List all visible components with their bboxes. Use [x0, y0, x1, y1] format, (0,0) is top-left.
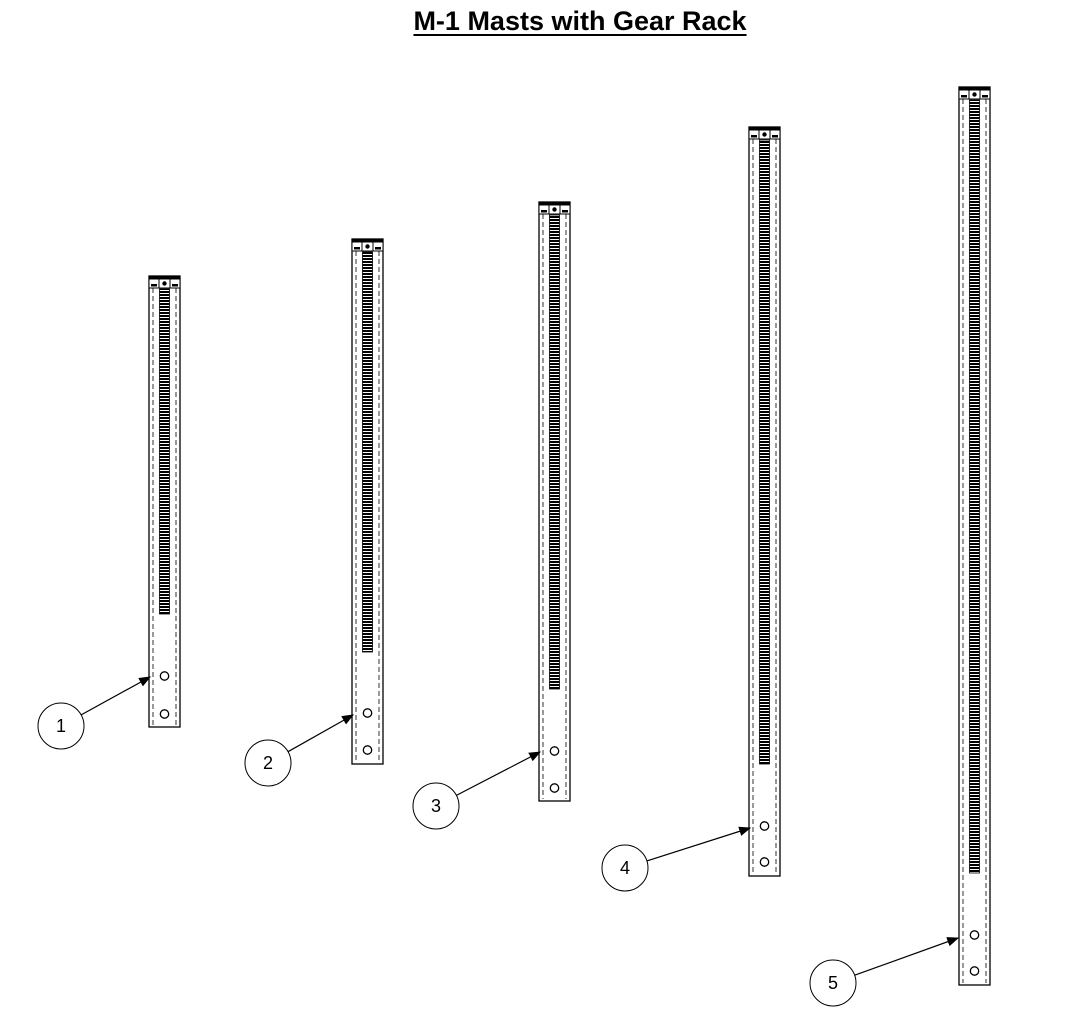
- cap-bolt-icon: [365, 244, 370, 249]
- mounting-hole-icon: [969, 930, 980, 940]
- cap-slot: [354, 247, 360, 250]
- cap-plate: [149, 276, 180, 279]
- gear-rack: [969, 99, 980, 874]
- leader-arrow: [456, 751, 542, 796]
- top-cap: [351, 239, 384, 252]
- item-balloon: [412, 782, 460, 830]
- gear-rack: [362, 251, 373, 653]
- cap-plate: [352, 239, 383, 242]
- item-balloon: [809, 959, 857, 1007]
- cap-bolt-icon: [972, 92, 977, 97]
- mounting-hole-icon: [759, 857, 770, 867]
- top-cap: [538, 202, 571, 215]
- cap-bolt-icon: [762, 132, 767, 137]
- cap-slot: [562, 210, 568, 213]
- mast-1: 1: [37, 275, 181, 750]
- mounting-hole-icon: [759, 821, 770, 831]
- drawing-title: M-1 Masts with Gear Rack: [413, 6, 747, 36]
- item-balloon: [244, 739, 292, 787]
- mounting-hole-icon: [549, 746, 560, 756]
- cap-slot: [751, 135, 757, 138]
- item-balloon-label: 1: [56, 716, 66, 736]
- cap-slot: [982, 95, 988, 98]
- cap-slot: [172, 284, 178, 287]
- item-balloon-label: 5: [828, 973, 838, 993]
- item-balloon-label: 2: [263, 753, 273, 773]
- top-cap: [958, 87, 991, 100]
- item-balloon-label: 4: [620, 858, 630, 878]
- leader-arrow: [854, 937, 960, 976]
- top-cap: [748, 127, 781, 140]
- leader-arrow: [646, 826, 752, 862]
- cap-plate: [539, 202, 570, 205]
- mast-5: 5: [809, 86, 991, 1007]
- mounting-hole-icon: [969, 966, 980, 976]
- item-balloon: [37, 702, 85, 750]
- cap-plate: [959, 87, 990, 90]
- cap-bolt-icon: [162, 281, 167, 286]
- mounting-hole-icon: [362, 745, 373, 755]
- top-cap: [148, 276, 181, 289]
- mounting-hole-icon: [159, 671, 170, 681]
- gear-rack: [759, 139, 770, 765]
- item-balloon-label: 3: [431, 796, 441, 816]
- gear-rack: [159, 288, 170, 615]
- cap-slot: [541, 210, 547, 213]
- mounting-hole-icon: [362, 708, 373, 718]
- mounting-hole-icon: [549, 783, 560, 793]
- mast-3: 3: [412, 201, 571, 830]
- cap-slot: [375, 247, 381, 250]
- leader-arrow: [287, 714, 355, 753]
- cap-slot: [961, 95, 967, 98]
- cap-bolt-icon: [552, 207, 557, 212]
- cap-plate: [749, 127, 780, 130]
- mast-2: 2: [244, 238, 384, 787]
- cap-slot: [772, 135, 778, 138]
- cap-slot: [151, 284, 157, 287]
- gear-rack: [549, 214, 560, 690]
- mast-4: 4: [601, 126, 781, 892]
- leader-arrow: [80, 676, 152, 716]
- mounting-hole-icon: [159, 709, 170, 719]
- item-balloon: [601, 844, 649, 892]
